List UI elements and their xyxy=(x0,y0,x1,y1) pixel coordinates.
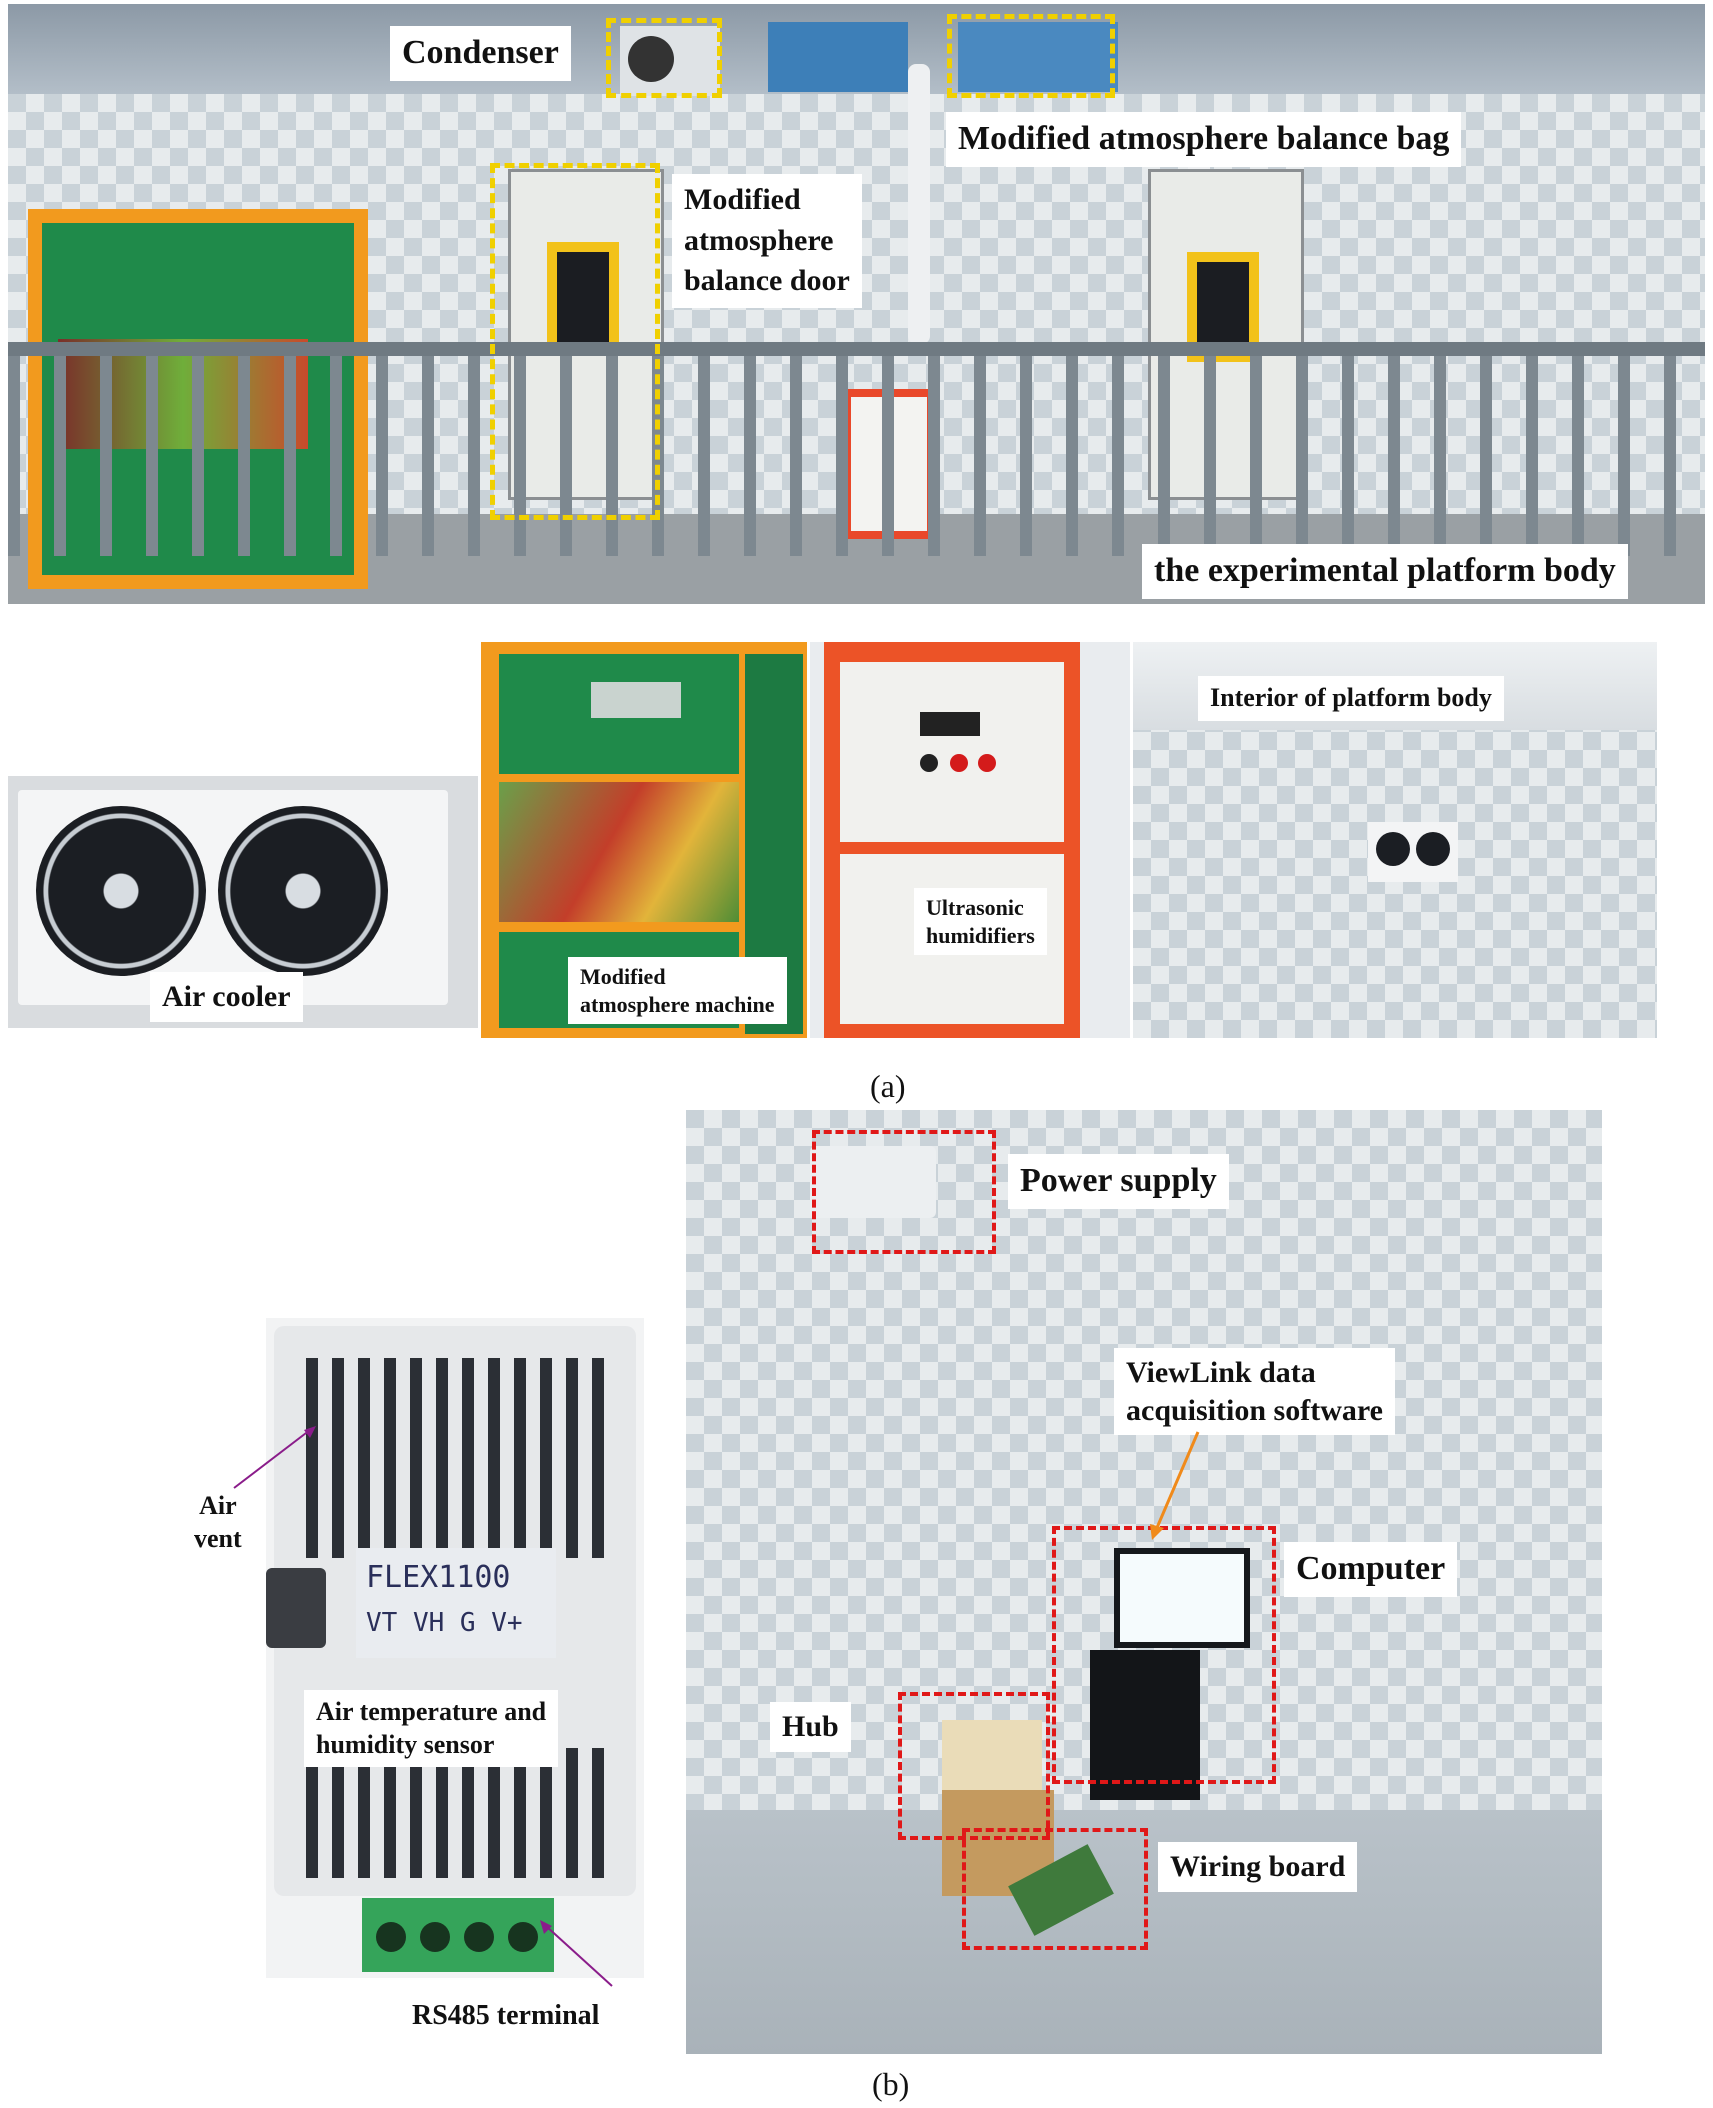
ma-machine-label: Modified atmosphere machine xyxy=(568,957,787,1024)
humidifier-photo xyxy=(810,642,1130,1038)
desktop-tower xyxy=(1090,1650,1200,1800)
railing-bars xyxy=(8,356,1705,556)
interior-photo xyxy=(1133,642,1657,1038)
viewlink-arrow xyxy=(1150,1431,1200,1540)
rs485-terminal-block xyxy=(362,1898,554,1972)
pins-text: VT VH G V+ xyxy=(366,1608,523,1638)
ma-machine-photo xyxy=(481,642,807,1038)
computer-label: Computer xyxy=(1284,1542,1458,1597)
pipe xyxy=(908,64,930,344)
fan xyxy=(36,806,206,976)
fan xyxy=(218,806,388,976)
interior-air-cooler xyxy=(1368,822,1458,882)
power-supply-label: Power supply xyxy=(1008,1154,1229,1209)
wiring-board-highlight xyxy=(962,1828,1148,1950)
balance-bag-label: Modified atmosphere balance bag xyxy=(946,112,1462,167)
power-supply-highlight xyxy=(812,1130,996,1254)
laptop xyxy=(1114,1548,1250,1648)
balance-door-label: Modified atmosphere balance door xyxy=(672,174,862,308)
sensor-nameplate: FLEX1100 VT VH G V+ xyxy=(356,1548,556,1658)
hub-label: Hub xyxy=(770,1702,851,1752)
platform-body-label: the experimental platform body xyxy=(1142,544,1628,599)
caption-b: (b) xyxy=(872,2066,910,2102)
rs485-arrow xyxy=(540,1920,613,1987)
vent-grille xyxy=(306,1748,606,1878)
balance-bag xyxy=(958,22,1118,92)
sensor-label: Air temperature and humidity sensor xyxy=(304,1690,559,1767)
model-text: FLEX1100 xyxy=(366,1560,511,1595)
hub-highlight xyxy=(898,1692,1050,1840)
mount-hole xyxy=(266,1568,326,1648)
wiring-board-label: Wiring board xyxy=(1158,1842,1358,1892)
rs485-label: RS485 terminal xyxy=(412,2000,600,2031)
sensor-photo: FLEX1100 VT VH G V+ xyxy=(266,1318,644,1978)
vent-grille xyxy=(306,1358,606,1558)
condenser-label: Condenser xyxy=(390,26,571,81)
condenser-highlight xyxy=(606,18,722,98)
railing xyxy=(8,342,1705,356)
caption-a: (a) xyxy=(870,1068,906,1104)
computer-highlight xyxy=(1052,1526,1276,1784)
air-vent-arrow xyxy=(233,1426,316,1489)
air-cooler-label: Air cooler xyxy=(150,972,303,1022)
balance-bag xyxy=(768,22,908,92)
viewlink-label: ViewLink data acquisition software xyxy=(1114,1348,1395,1435)
power-supply-box xyxy=(810,1146,936,1218)
balance-bag-highlight xyxy=(947,14,1115,98)
humidifiers-label: Ultrasonic humidifiers xyxy=(914,888,1047,955)
air-vent-label: Air vent xyxy=(186,1486,250,1559)
interior-label: Interior of platform body xyxy=(1198,676,1504,721)
condenser-unit xyxy=(620,26,720,96)
balance-door-highlight xyxy=(490,163,660,520)
